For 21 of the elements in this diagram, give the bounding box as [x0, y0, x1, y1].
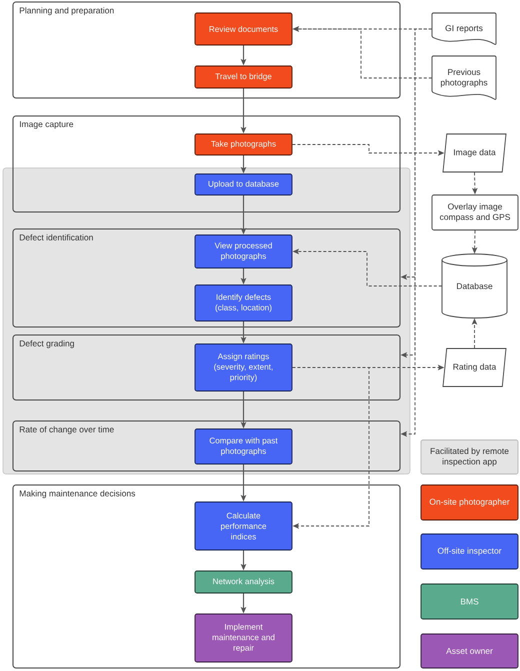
data-parallelogram: Rating data — [442, 348, 506, 387]
process-box: Assign ratings (severity, extent, priority) — [194, 344, 292, 392]
dashed-arrow — [292, 367, 370, 529]
process-box: Travel to bridge — [194, 66, 292, 88]
process-box: Identify defects (class, location) — [194, 284, 292, 322]
process-box: Compare with past photographs — [194, 428, 292, 464]
legend-key: Facilitated by remote inspection app — [420, 440, 518, 474]
process-box: Calculate performance indices — [194, 502, 292, 550]
process-box: Review documents — [194, 12, 292, 46]
process-box: Overlay image compass and GPS — [432, 194, 518, 230]
legend-key: On-site photographer — [420, 484, 518, 520]
process-box: Take photographs — [194, 134, 292, 156]
legend-key: Asset owner — [420, 634, 518, 668]
legend-key: Off-site inspector — [420, 534, 518, 570]
process-box: Network analysis — [194, 570, 292, 594]
legend-key: BMS — [420, 584, 518, 620]
data-parallelogram: Image data — [442, 134, 506, 172]
process-box: Upload to database — [194, 174, 292, 196]
process-box: Implement maintenance and repair — [194, 614, 292, 662]
database-cylinder: Database — [442, 254, 508, 318]
process-box: View processed photographs — [194, 234, 292, 268]
